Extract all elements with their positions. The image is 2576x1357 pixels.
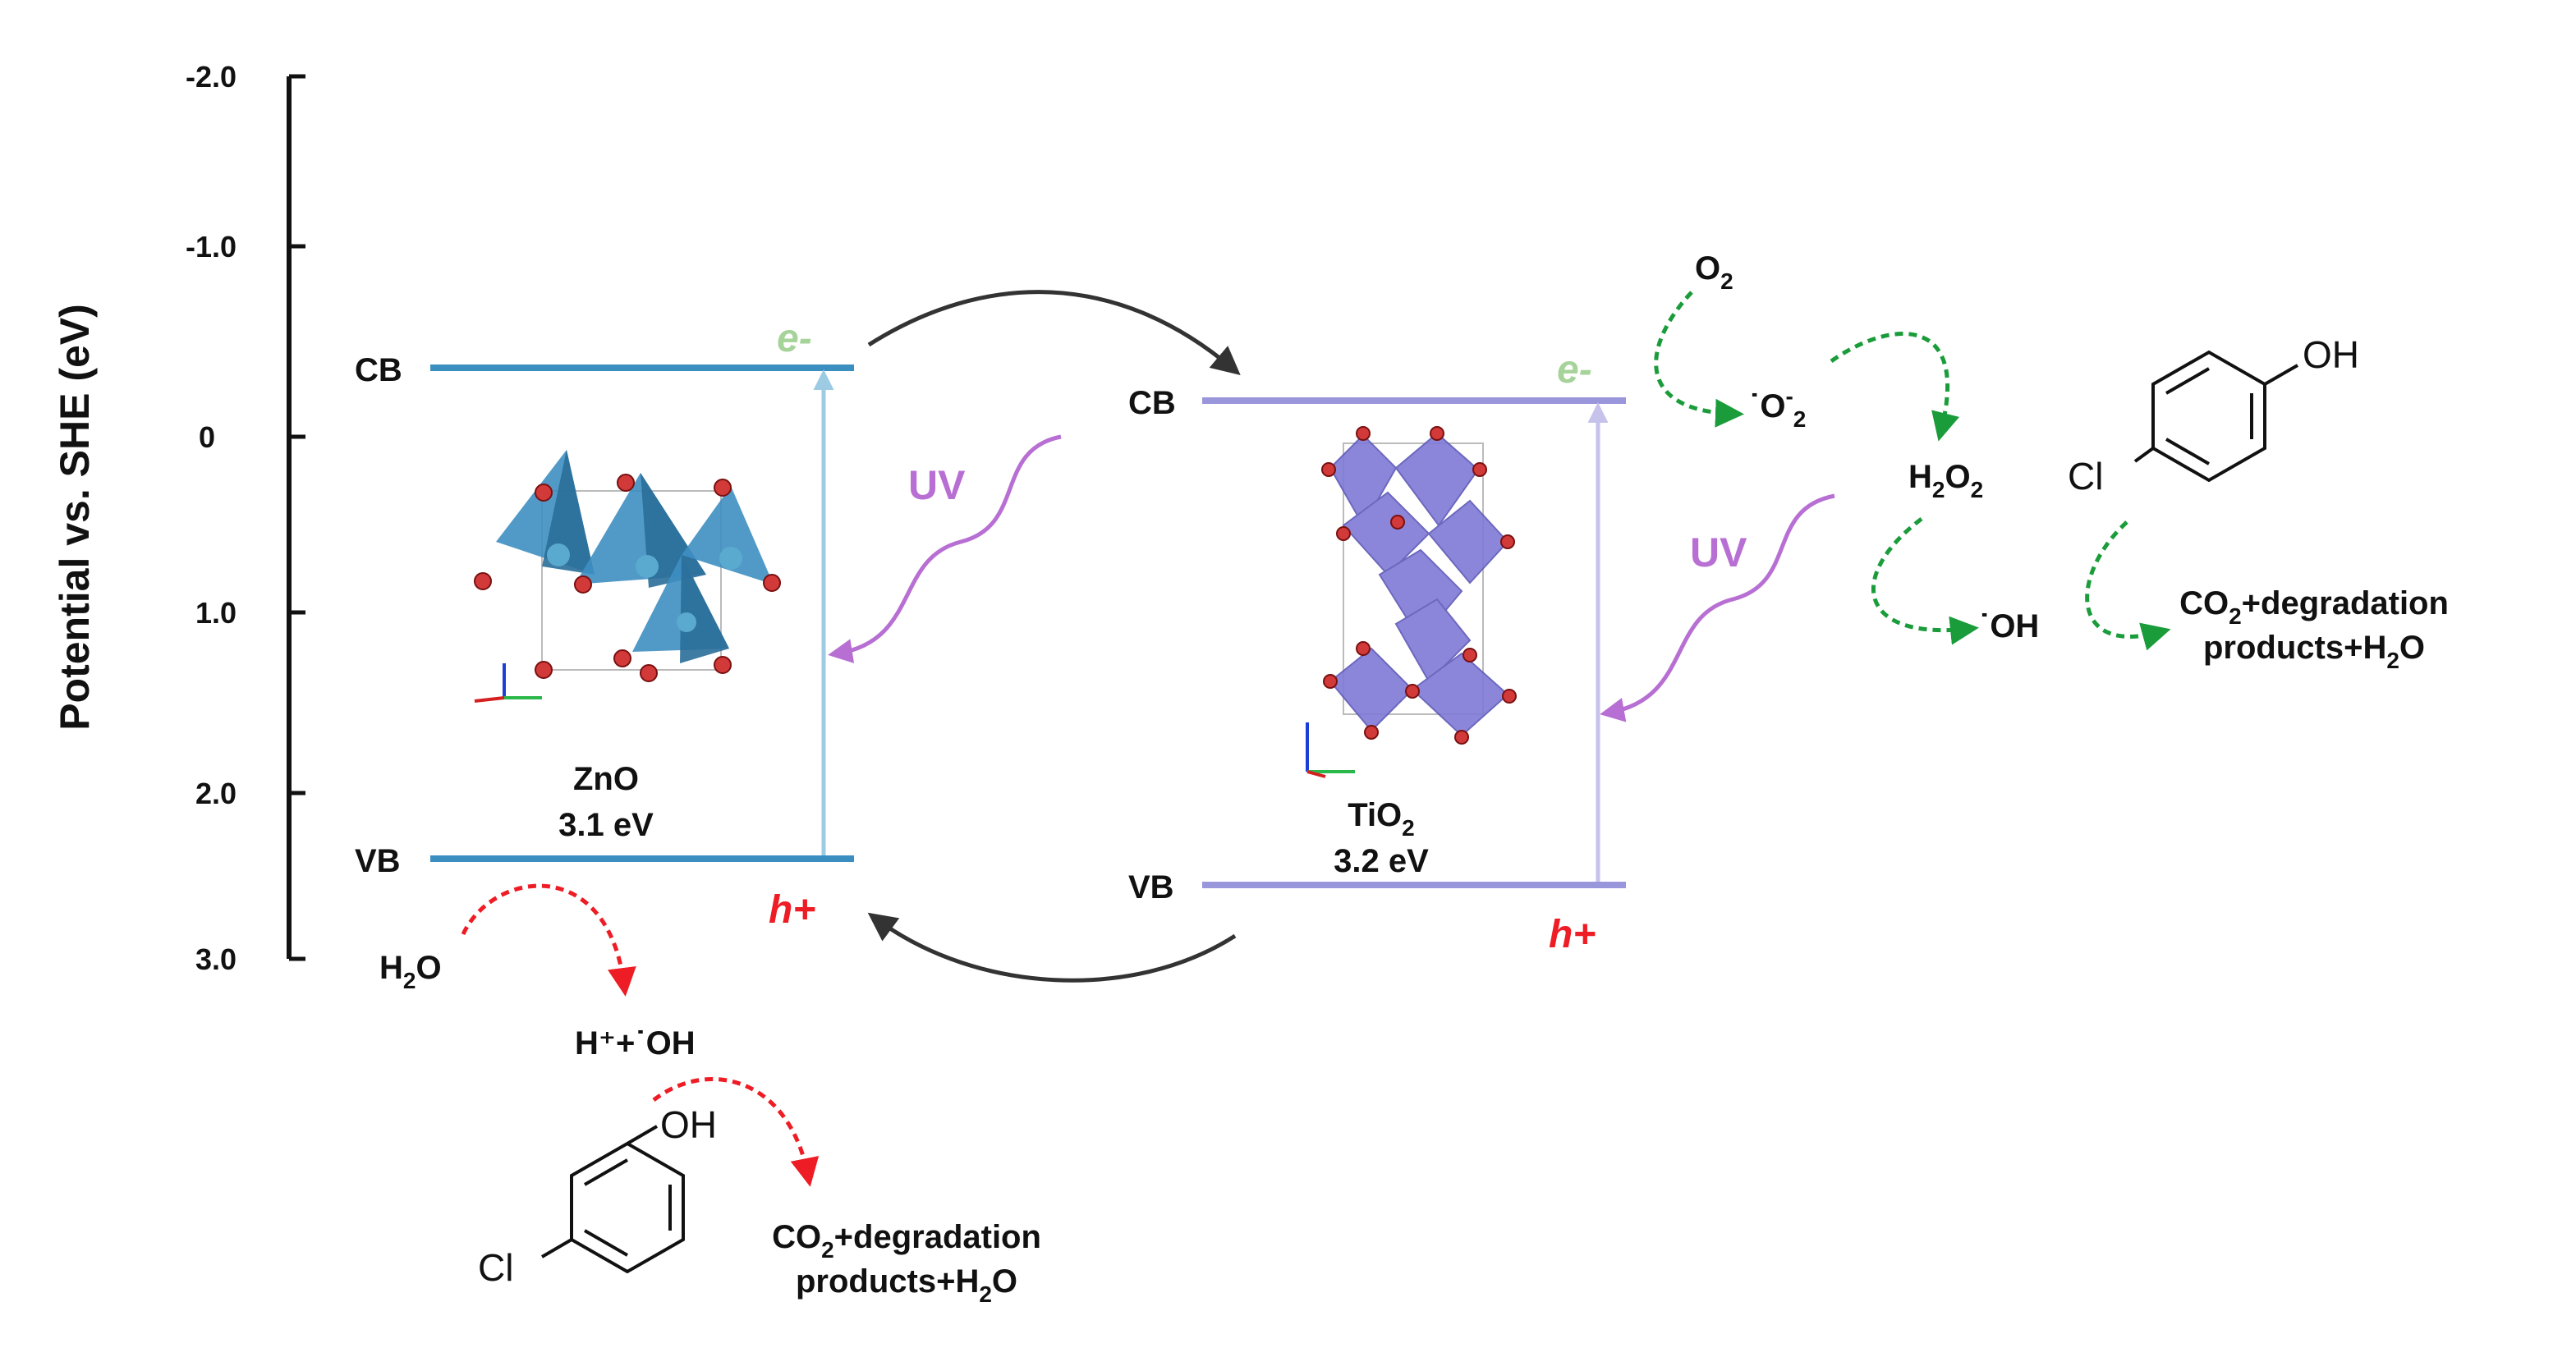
zno-hole-label: h+ [769,888,815,932]
tio2-cb-label: CB [1128,385,1176,421]
tick-label: 3.0 [195,942,236,976]
zno-phenol-cl: Cl [478,1246,513,1289]
zno-radical-label: H⁺+˙OH [575,1025,696,1061]
tio2-products-line2: products+H2O [2203,630,2425,673]
zno-cb-label: CB [355,352,402,388]
zno-phenol-oh: OH [660,1103,717,1146]
tio2-vb-label: VB [1128,869,1174,905]
zno-gap: 3.1 eV [558,807,654,843]
electron-transfer-arrow [867,290,1241,376]
tick-label: 2.0 [195,777,236,810]
4-chlorophenol-icon [2133,350,2298,483]
zno-vb-label: VB [355,843,401,879]
tio2-products-line1: CO2+degradation [2179,585,2449,629]
peroxide-to-hydroxyl-arrow [1871,517,1979,645]
peroxide-label: H2O2 [1908,459,1983,502]
zno-name: ZnO [573,761,639,797]
tio2-hole-label: h+ [1549,913,1596,956]
oxygen-reduction-arrow [1654,291,1744,428]
hole-transfer-arrow [867,912,1237,983]
tick-label: 0 [199,420,215,454]
hydroxyl-label: ˙OH [1979,608,2039,644]
tick-label: -2.0 [186,60,236,94]
tio2-gap: 3.2 eV [1334,843,1429,879]
zno-electron-label: e- [777,317,812,360]
tio2-uv-wave-icon [1600,493,1835,722]
tio2-electron-label: e- [1557,348,1592,392]
superoxide-to-peroxide-arrow [1830,332,1960,442]
tio2-phenol-cl: Cl [2068,455,2103,497]
zno-products-line2: products+H2O [796,1263,1017,1307]
tio2-band-structure: CB VB e- h+ UV TiO2 3.2 eV [1128,348,1835,956]
tio2-crystal-structure-icon [1306,426,1517,778]
zno-degradation-arrow [652,1077,820,1187]
zno-products-line1: CO2+degradation [772,1219,1041,1263]
zno-band-structure: CB VB e- h+ UV ZnO 3.1 eV [355,317,1062,932]
axis-title: Potential vs. SHE (eV) [52,304,98,731]
zno-uv-label: UV [908,462,966,508]
tio2-name: TiO2 [1348,797,1415,841]
potential-axis: -2.0 -1.0 0 1.0 2.0 3.0 Potential vs. SH… [52,60,305,976]
tio2-phenol-oh: OH [2303,333,2359,376]
tio2-degradation-arrow [2085,520,2171,651]
tio2-uv-label: UV [1690,530,1747,575]
superoxide-label: ˙O-2 [1749,383,1806,432]
zno-water-label: H2O [379,950,442,993]
zno-uv-wave-icon [828,434,1062,663]
zno-water-oxidation-arrow [461,883,636,997]
tick-label: -1.0 [186,230,236,264]
zno-hole-reactions: H2O H⁺+˙OH CO2+degradation products+H2O [379,883,1041,1307]
oxygen-label: O2 [1695,250,1733,294]
zno-crystal-structure-icon [474,450,781,703]
tio2-electron-reactions: O2 ˙O-2 H2O2 ˙OH CO2+degradation product… [1654,250,2449,673]
4-chlorophenol-icon [540,1125,685,1274]
tick-label: 1.0 [195,596,236,630]
